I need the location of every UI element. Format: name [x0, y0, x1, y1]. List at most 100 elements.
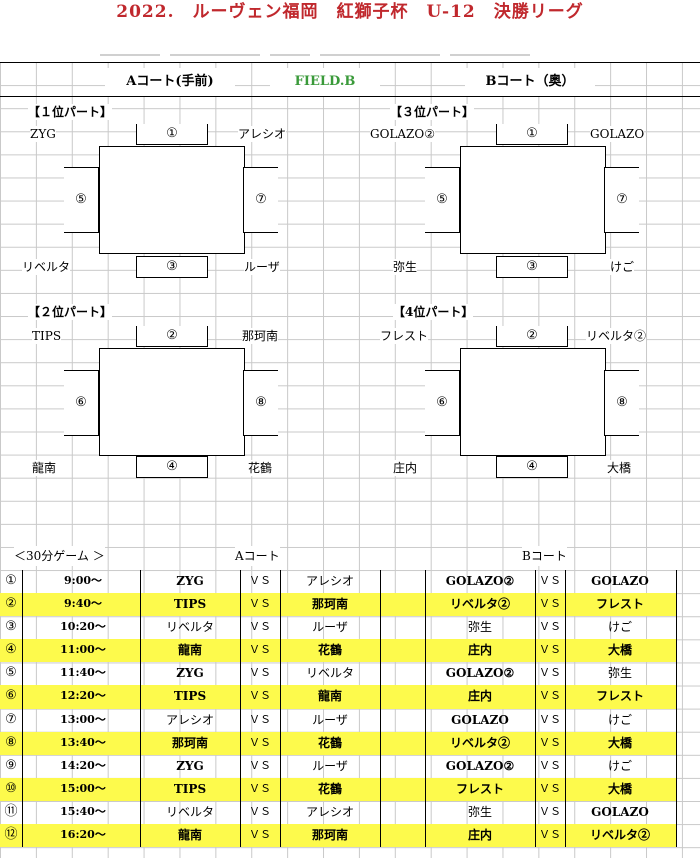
a-court-vs: ＶＳ	[249, 666, 271, 680]
match-number: ⑨	[5, 757, 17, 773]
match-number: ⑦	[5, 711, 17, 727]
part1-team-tr: アレシオ	[238, 126, 287, 142]
a-court-vs: ＶＳ	[249, 712, 271, 726]
cell-divider	[380, 593, 381, 617]
cell-divider	[535, 824, 536, 848]
part3-match-top: ①	[496, 124, 568, 145]
cell-divider	[22, 824, 23, 848]
cell-divider	[565, 754, 566, 778]
match-time: 11:00〜	[60, 643, 106, 657]
cell-divider	[380, 754, 381, 778]
part3-match-left: ⑤	[425, 167, 460, 233]
cell-divider	[280, 824, 281, 848]
part4-team-bl: 庄内	[393, 460, 418, 476]
cell-divider	[22, 800, 23, 825]
b-court-away-team: フレスト	[595, 689, 644, 704]
cell-divider	[380, 708, 381, 732]
match-number: ①	[5, 573, 17, 588]
cell-divider	[676, 685, 677, 709]
a-court-vs: ＶＳ	[249, 804, 271, 818]
cell-divider	[22, 708, 23, 732]
cell-divider	[535, 662, 536, 686]
a-court-home-team: TIPS	[173, 781, 207, 796]
b-court-vs: ＶＳ	[539, 689, 561, 703]
cell-divider	[676, 570, 677, 594]
part1-team-bl: リベルタ	[22, 259, 71, 275]
a-court-home-team: リベルタ	[165, 620, 214, 635]
faint-subtitle	[100, 44, 660, 56]
cell-divider	[535, 800, 536, 825]
part3-team-bl: 弥生	[393, 259, 418, 275]
match-number: ⑪	[4, 803, 18, 819]
part4-team-br: 大橋	[607, 460, 632, 476]
match-number: ④	[5, 642, 17, 658]
a-court-vs: ＶＳ	[249, 597, 271, 611]
b-court-home-team: リベルタ②	[449, 735, 510, 750]
b-court-vs: ＶＳ	[539, 828, 561, 842]
page-title: 2022. ルーヴェン福岡 紅獅子杯 U-12 決勝リーグ	[116, 2, 584, 22]
cell-divider	[565, 731, 566, 755]
cell-divider	[22, 754, 23, 778]
header-top-line	[0, 62, 700, 63]
cell-divider	[535, 570, 536, 594]
a-court-away-team: 那珂南	[311, 597, 348, 612]
cell-divider	[380, 777, 381, 801]
cell-divider	[380, 662, 381, 686]
a-court-vs: ＶＳ	[249, 758, 271, 772]
cell-divider	[535, 708, 536, 732]
a-court-vs: ＶＳ	[249, 689, 271, 703]
part1-match-top: ①	[136, 124, 208, 145]
b-court-vs: ＶＳ	[539, 804, 561, 818]
part4-match-bottom: ④	[496, 456, 568, 478]
cell-divider	[425, 593, 426, 617]
a-court-home-team: TIPS	[173, 689, 207, 704]
a-court-away-team: アレシオ	[305, 804, 354, 819]
b-court-vs: ＶＳ	[539, 643, 561, 657]
cell-divider	[22, 662, 23, 686]
cell-divider	[140, 754, 141, 778]
cell-divider	[140, 662, 141, 686]
part2-team-tr: 那珂南	[242, 328, 279, 344]
cell-divider	[676, 616, 677, 640]
a-court-away-team: ルーザ	[312, 620, 348, 635]
cell-divider	[22, 593, 23, 617]
cell-divider	[676, 708, 677, 732]
a-court-away-team: ルーザ	[312, 712, 348, 727]
cell-divider	[380, 824, 381, 848]
field-label: FIELD.B	[270, 68, 380, 96]
cell-divider	[240, 685, 241, 709]
cell-divider	[280, 685, 281, 709]
part2-match-right: ⑧	[243, 370, 278, 436]
b-court-vs: ＶＳ	[539, 666, 561, 680]
cell-divider	[676, 824, 677, 848]
a-court-home-team: 龍南	[177, 828, 202, 843]
part1-label: 【１位パート】	[28, 104, 113, 120]
a-court-header: Aコート(手前)	[105, 68, 235, 96]
part1-match-bottom: ③	[136, 256, 208, 278]
cell-divider	[425, 616, 426, 640]
b-court-home-team: 庄内	[467, 828, 492, 843]
b-court-home-team: GOLAZO②	[445, 666, 515, 681]
a-court-vs: ＶＳ	[249, 781, 271, 795]
b-court-vs: ＶＳ	[539, 712, 561, 726]
part1-bracket-box	[99, 146, 245, 254]
cell-divider	[425, 570, 426, 594]
a-court-away-team: 花鶴	[317, 643, 342, 658]
match-number: ②	[5, 596, 17, 612]
cell-divider	[22, 639, 23, 663]
b-court-home-team: GOLAZO	[451, 712, 509, 727]
match-time: 13:00〜	[60, 712, 106, 726]
a-court-away-team: 花鶴	[317, 735, 342, 750]
cell-divider	[280, 754, 281, 778]
b-court-away-team: 大橋	[607, 643, 632, 658]
b-court-away-team: フレスト	[595, 597, 644, 612]
a-court-away-team: アレシオ	[305, 574, 354, 588]
cell-divider	[425, 754, 426, 778]
cell-divider	[535, 593, 536, 617]
part1-match-right: ⑦	[243, 167, 278, 233]
schedule-b-court-header: Bコート	[522, 546, 567, 566]
